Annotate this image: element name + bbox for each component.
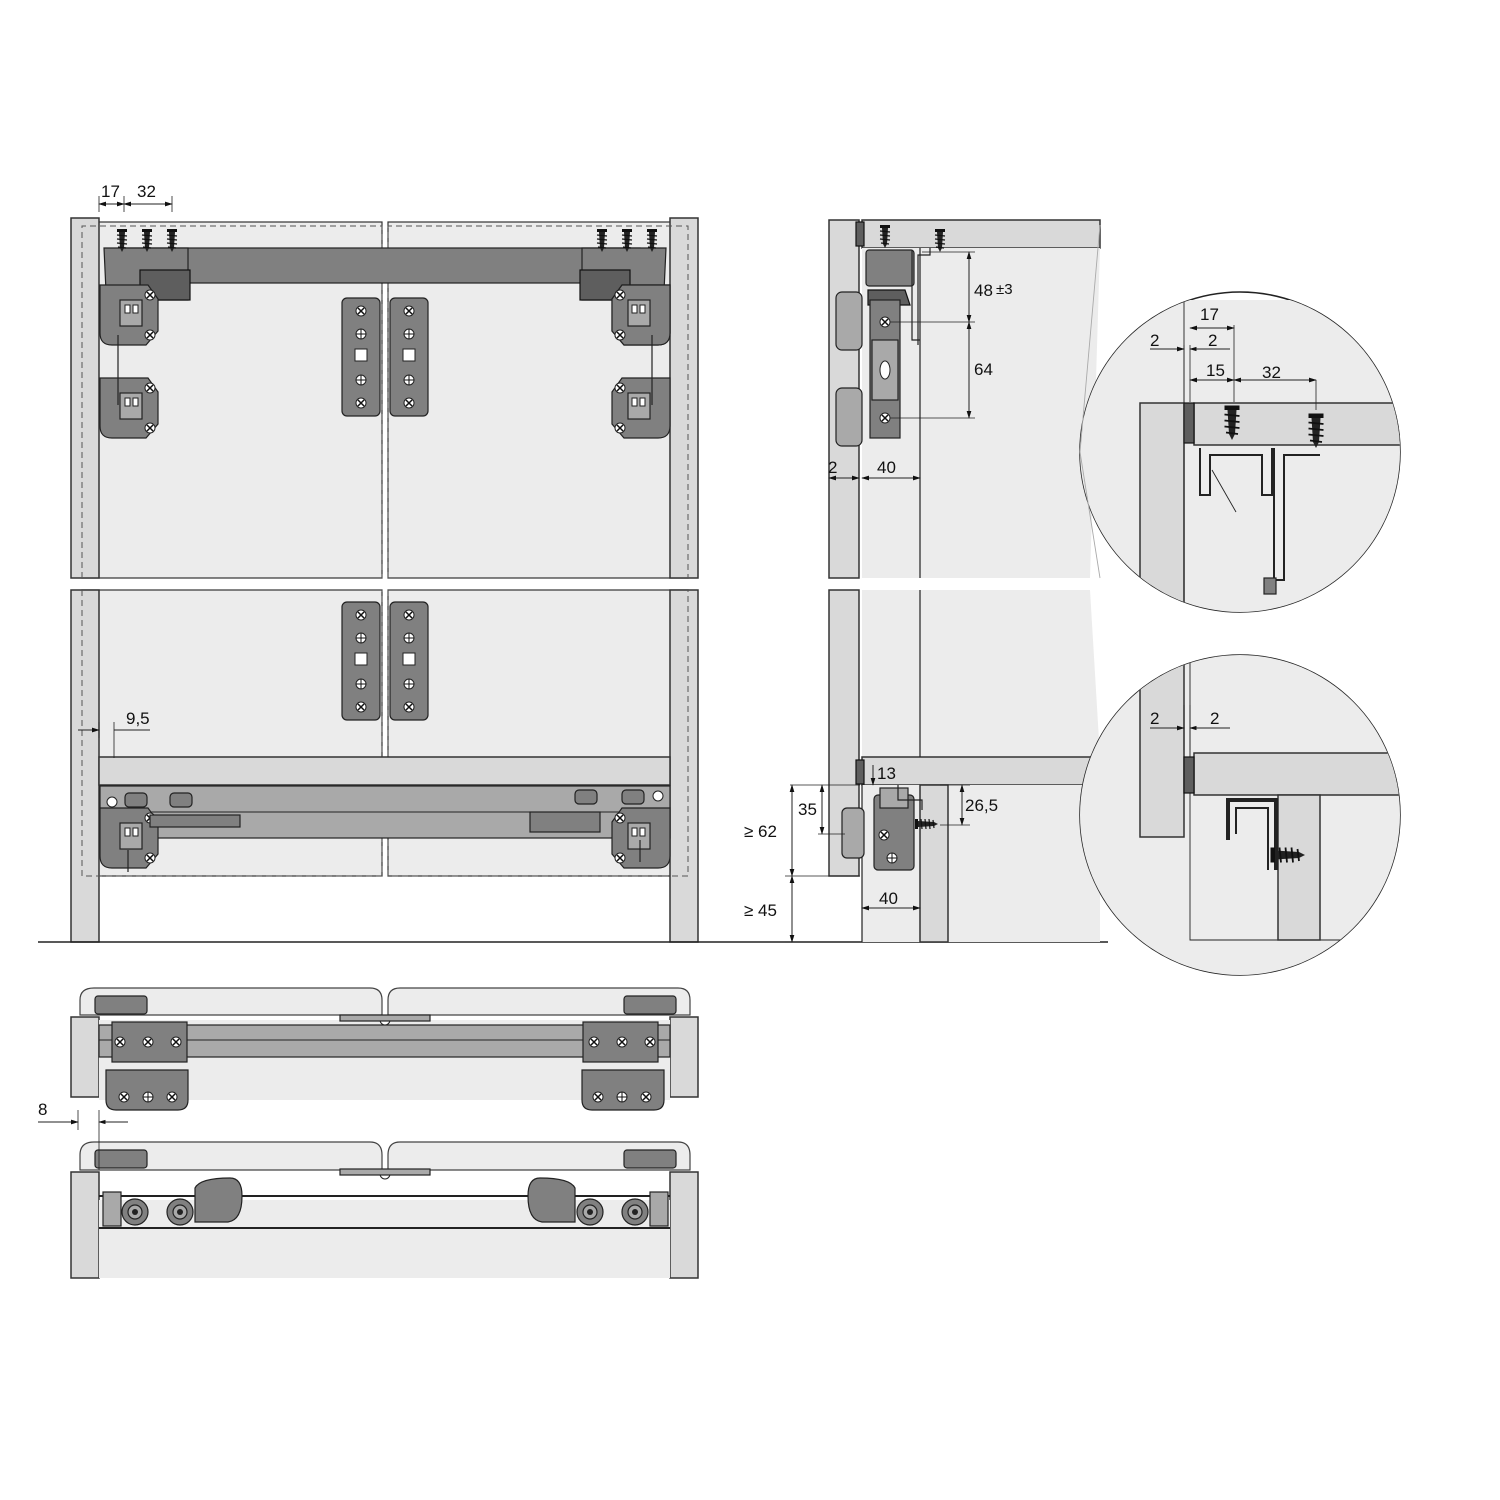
- side-section-view: 48 ±3 64 2 40 35 ≥ 62 ≥ 45 13 26,5 40: [744, 219, 1101, 943]
- door-fitting-top-left: [100, 285, 158, 345]
- dim-label: 26,5: [965, 796, 998, 815]
- top-board: [861, 219, 1101, 249]
- dim-label: 9,5: [126, 709, 150, 728]
- hinge-upper-left: [342, 298, 380, 416]
- plan-view-top: [70, 987, 699, 1111]
- dim-label: 15: [1206, 361, 1225, 380]
- hinge-lower-left: [342, 602, 380, 720]
- detail-bottom: 2 2: [1079, 654, 1401, 976]
- dim-label: 32: [1262, 363, 1281, 382]
- door-fitting-mid-left: [100, 378, 158, 438]
- dim-label: ≥ 45: [744, 901, 777, 920]
- dim-label: 17: [101, 182, 120, 201]
- bottom-shelf: [98, 756, 671, 786]
- dim-label: 64: [974, 360, 993, 379]
- dim-label: 40: [879, 889, 898, 908]
- bottom-board: [861, 756, 1101, 786]
- side-panel-right-upper: [669, 217, 699, 579]
- dim-label: 2: [1150, 709, 1159, 728]
- dim-label: 2: [1210, 709, 1219, 728]
- dim-label: 2: [1150, 331, 1159, 350]
- plan-view-bottom: 8: [38, 1100, 699, 1279]
- side-panel-right-lower: [669, 589, 699, 943]
- dim-label: 48: [974, 281, 993, 300]
- door-fitting-bottom-left: [100, 808, 158, 868]
- plinth: [919, 784, 949, 943]
- side-panel-left-upper: [70, 217, 100, 579]
- side-panel-left-lower: [70, 589, 100, 943]
- front-view: 17 32 9,5: [38, 182, 1108, 943]
- detail-top: 2 17 2 15 32: [1079, 224, 1401, 613]
- dim-label: ±3: [996, 281, 1013, 298]
- top-running-track: [119, 247, 641, 284]
- dim-label: 2: [1208, 331, 1217, 350]
- dim-label: 17: [1200, 305, 1219, 324]
- dim-label: 40: [877, 458, 896, 477]
- hinge-upper-right: [390, 298, 428, 416]
- dim-label: 13: [877, 764, 896, 783]
- dim-label: ≥ 62: [744, 822, 777, 841]
- dim-label: 2: [828, 458, 837, 477]
- dim-label: 8: [38, 1100, 47, 1119]
- dim-label: 35: [798, 800, 817, 819]
- dim-label: 32: [137, 182, 156, 201]
- hinge-lower-right: [390, 602, 428, 720]
